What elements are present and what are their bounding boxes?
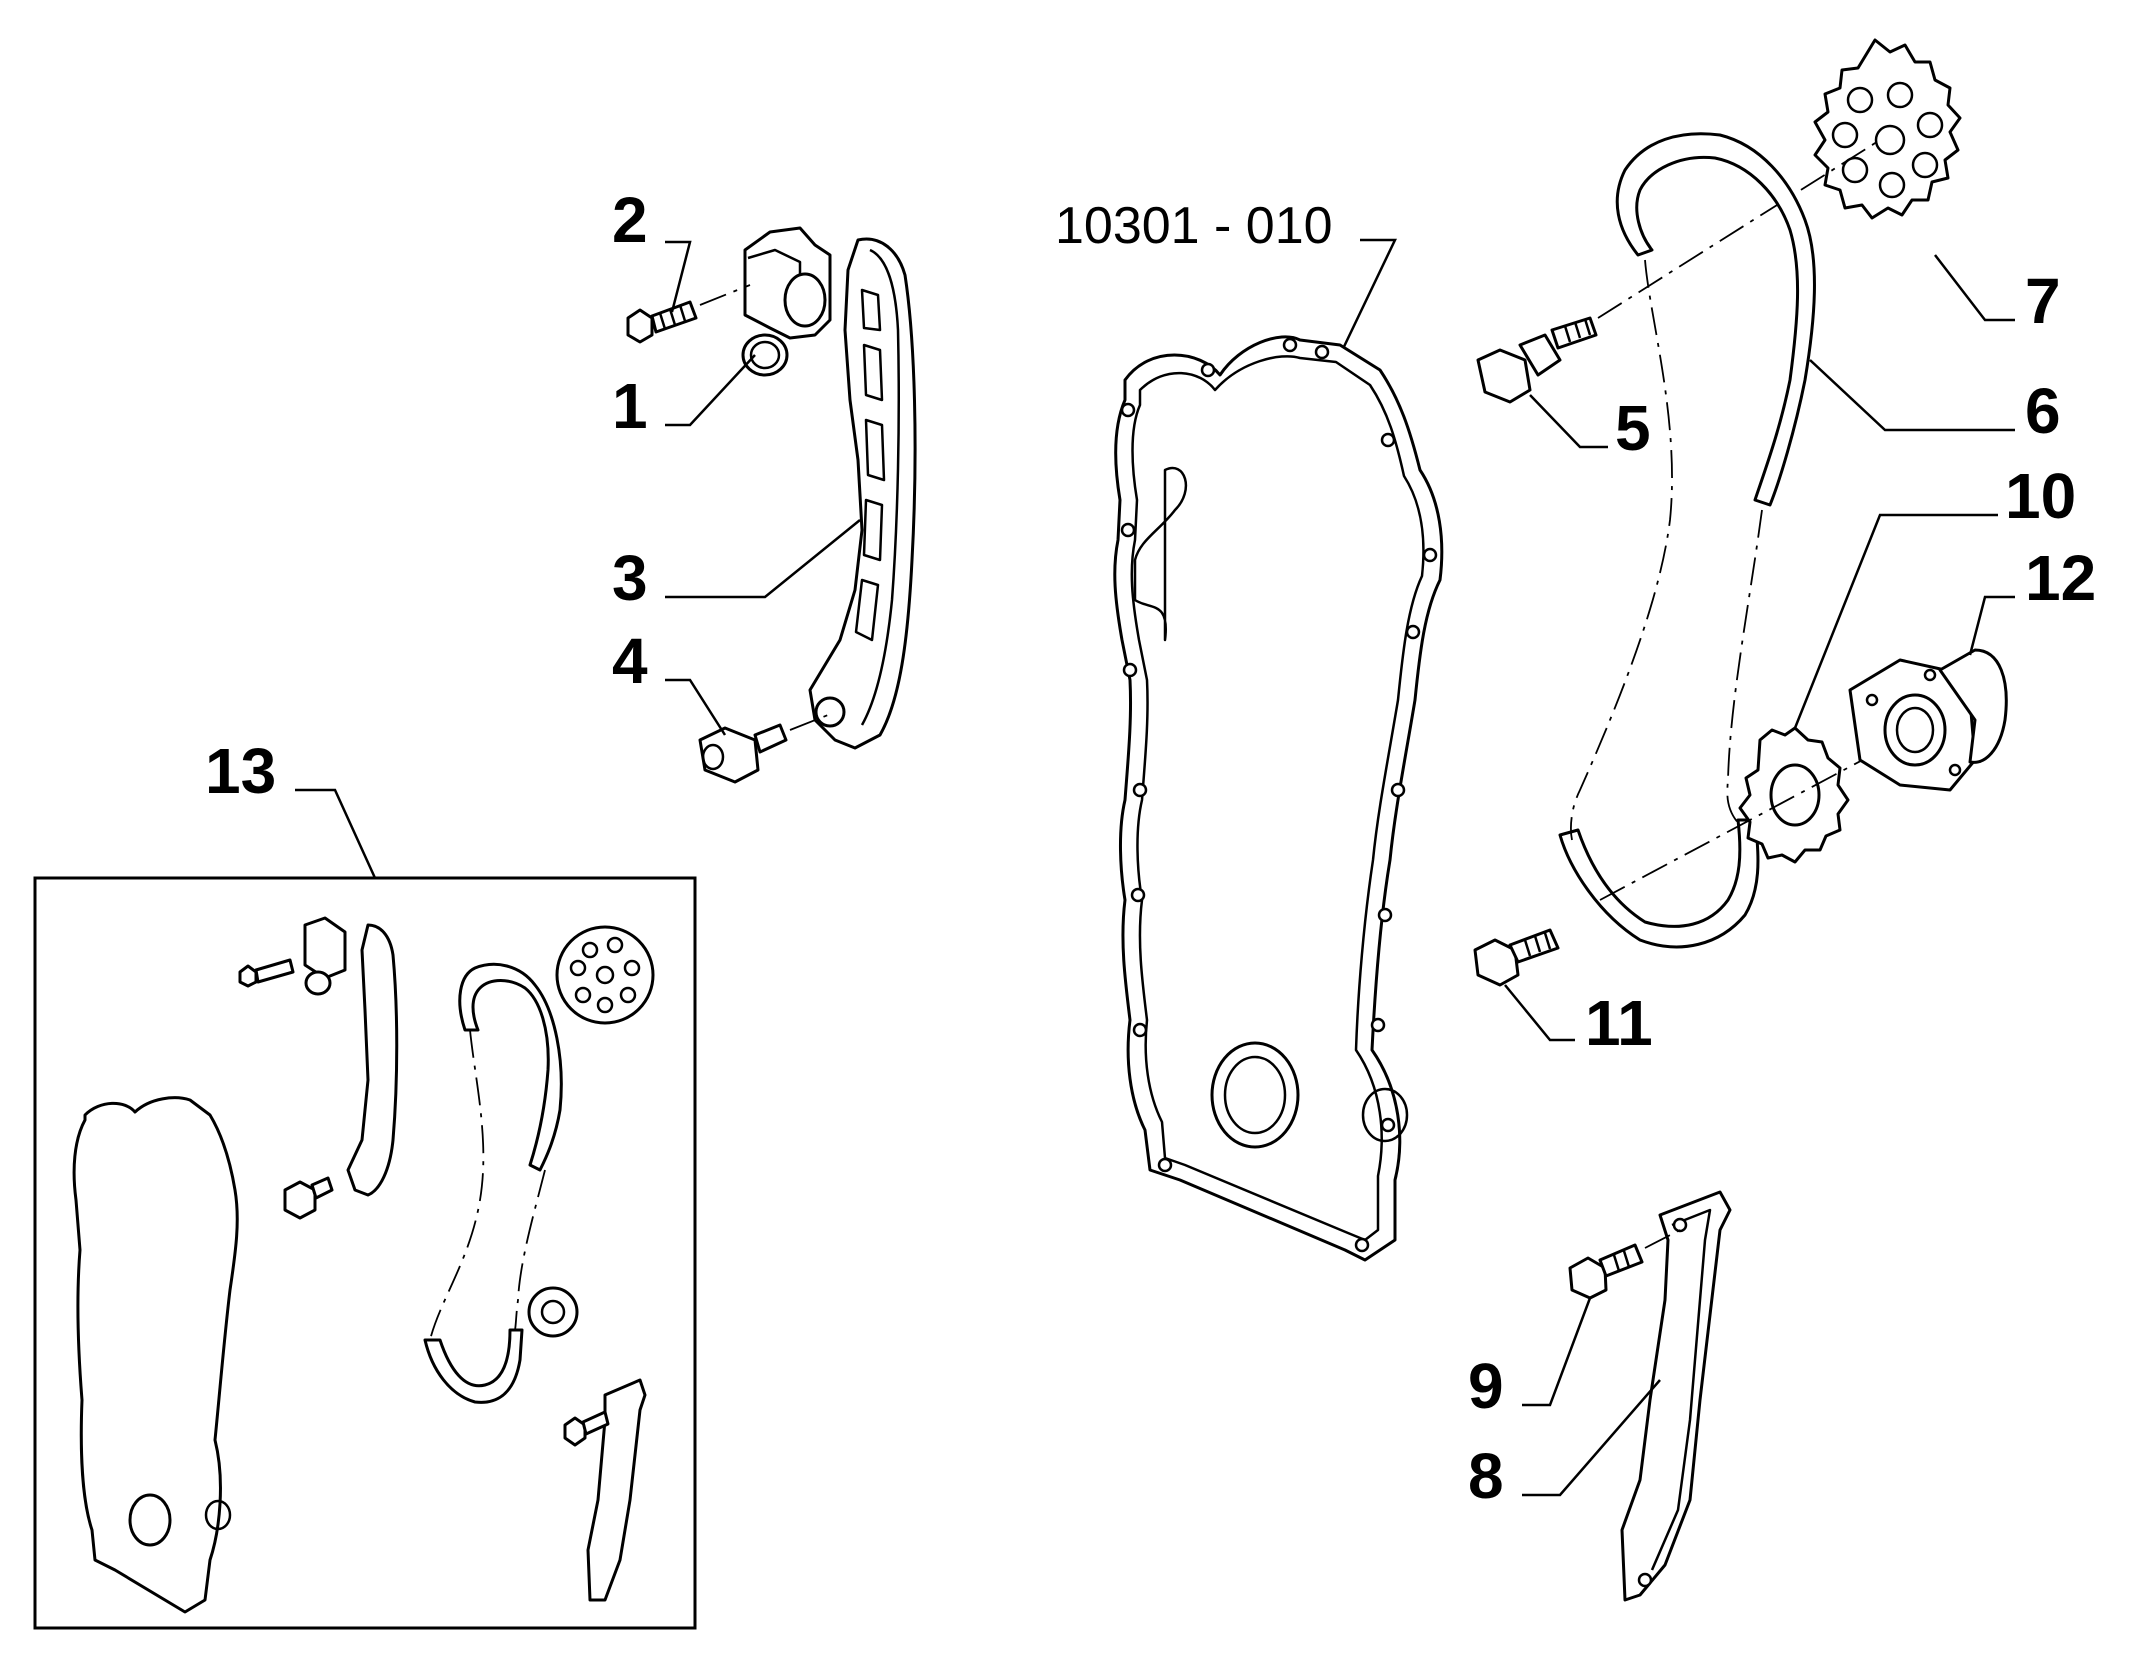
callout-12-leader [1968,595,2015,656]
callout-11: 11 [1585,987,1653,1059]
callout-12: 12 [2025,542,2096,614]
timing-kit-contents [72,916,655,1614]
callout-3-leader [665,519,861,599]
fixed-guide-rail [1620,1190,1732,1602]
callout-11-leader [1504,984,1575,1042]
callout-1: 1 [612,370,648,442]
callout-8: 8 [1468,1440,1504,1512]
timing-chain [1558,132,1816,949]
crankshaft-bolt [1473,928,1560,987]
tensioner-guide-rail [808,237,917,750]
oil-pump-drive [1848,648,2008,792]
callout-5: 5 [1615,392,1651,464]
callout-6: 6 [2025,375,2061,447]
tensioner-bolt [626,284,751,344]
callout-5-leader [1529,394,1608,449]
callout-10-leader [1793,513,1998,729]
callout-4: 4 [612,625,648,697]
callout-3: 3 [612,542,648,614]
crankshaft-sprocket [1599,726,1901,901]
callout-8-leader [1522,1379,1661,1497]
fixed-guide-bolt [1568,1229,1681,1300]
callout-7-leader [1934,254,2015,322]
callout-9: 9 [1468,1350,1504,1422]
callout-7: 7 [2025,265,2061,337]
callout-2-leader [665,240,692,313]
callout-1-leader [665,354,756,427]
guide-pivot-bolt [698,714,829,784]
callout-9-leader [1522,1297,1592,1407]
sprocket-bolt [1476,139,1881,404]
reference-code: 10301 - 010 [1055,197,1333,255]
chain-tensioner [741,226,832,377]
callout-6-leader [1809,359,2015,432]
timing-cover-gasket [1113,335,1444,1262]
callout-2: 2 [612,184,648,256]
camshaft-sprocket [1813,38,1962,220]
reference-code-leader [1338,238,1397,356]
timing-kit-frame [33,876,697,1630]
callout-13: 13 [205,735,276,807]
callout-13-leader [295,788,377,879]
callout-4-leader [665,678,727,736]
callout-10: 10 [2005,460,2076,532]
